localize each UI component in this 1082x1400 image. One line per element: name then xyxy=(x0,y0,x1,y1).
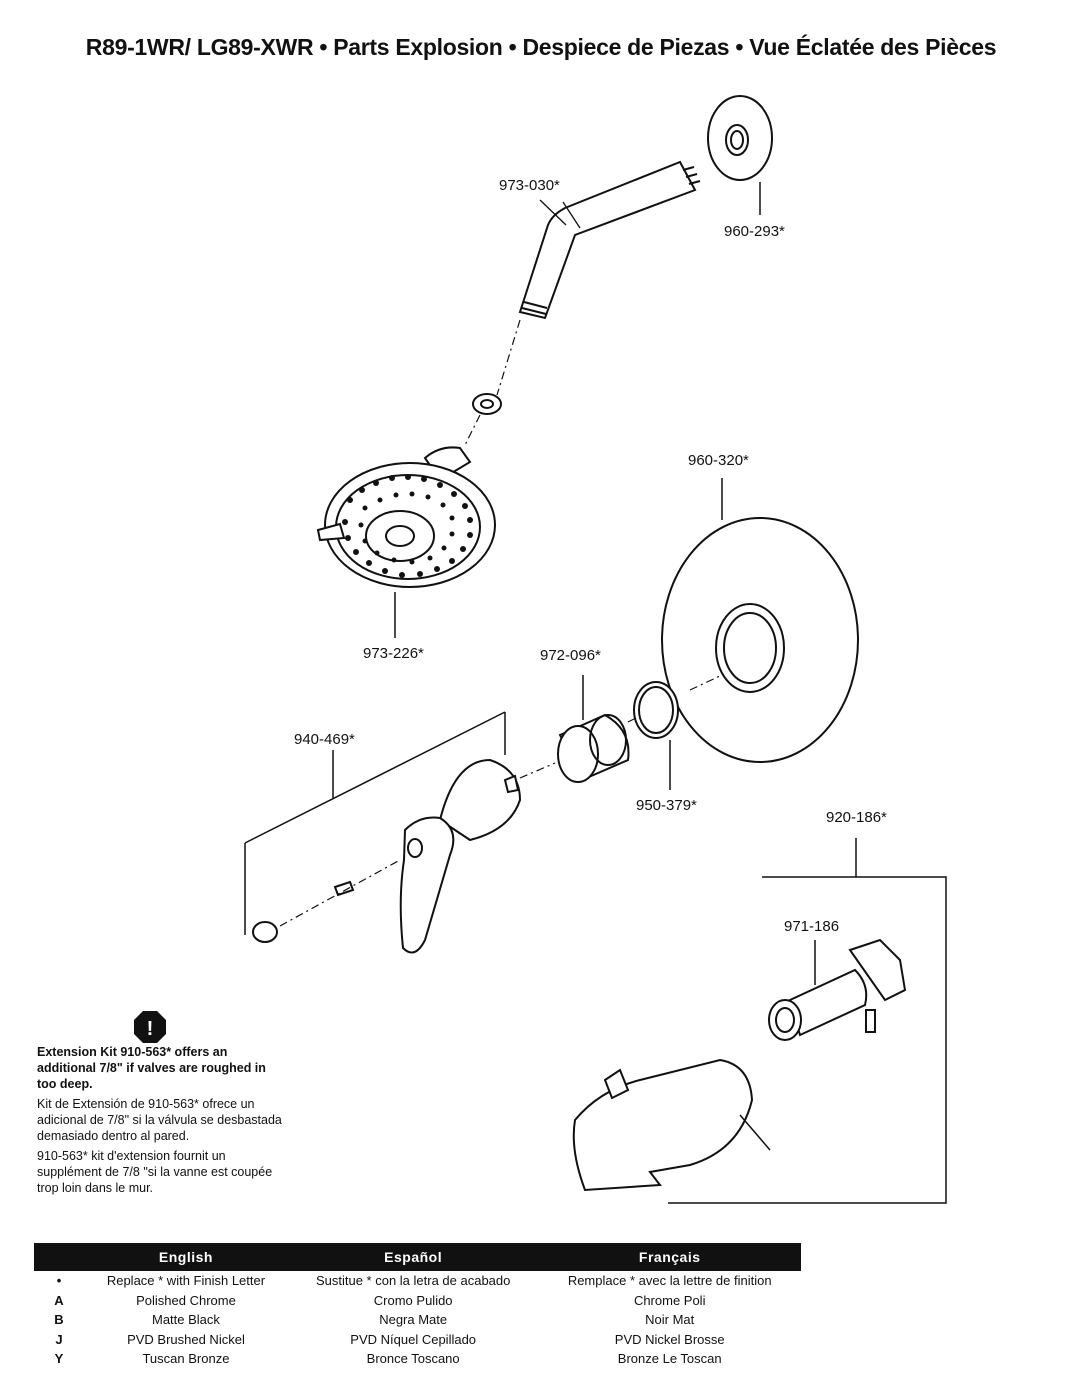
finish-spanish: Cromo Pulido xyxy=(373,1292,453,1308)
finish-english: Polished Chrome xyxy=(136,1292,236,1308)
finish-english: Tuscan Bronze xyxy=(142,1351,230,1367)
note-english: Extension Kit 910-563* offers an additio… xyxy=(37,1045,266,1091)
finish-french: Remplace * avec la lettre de finition xyxy=(567,1273,772,1289)
label-tub-spout-kit: 920-186* xyxy=(826,809,887,826)
label-diverter-stem: 971-186 xyxy=(784,918,839,935)
finish-english: PVD Brushed Nickel xyxy=(127,1331,245,1347)
header-code xyxy=(34,1243,84,1271)
diverter-stem-part xyxy=(768,938,907,1041)
finish-code: • xyxy=(56,1273,62,1289)
finish-spanish: Bronce Toscano xyxy=(366,1351,460,1367)
finish-english: Replace * with Finish Letter xyxy=(106,1273,266,1289)
finish-code: B xyxy=(54,1312,64,1328)
label-handle-kit: 940-469* xyxy=(294,731,355,748)
arm-flange-part xyxy=(707,95,773,215)
tub-spout-part xyxy=(572,1058,771,1192)
label-shower-head: 973-226* xyxy=(363,645,424,662)
table-row: A Polished Chrome Cromo Pulido Chrome Po… xyxy=(34,1291,801,1311)
header-spanish: Español xyxy=(287,1243,539,1271)
finish-table-header: English Español Français xyxy=(34,1243,801,1271)
escutcheon-part xyxy=(661,478,859,763)
finish-english: Matte Black xyxy=(151,1312,220,1328)
finish-french: PVD Nickel Brosse xyxy=(614,1331,725,1347)
finish-code: J xyxy=(55,1331,63,1347)
table-row: B Matte Black Negra Mate Noir Mat xyxy=(34,1310,801,1330)
label-escutcheon: 960-320* xyxy=(688,452,749,469)
table-row: • Replace * with Finish Letter Sustitue … xyxy=(34,1271,801,1291)
shower-head-part xyxy=(316,446,496,638)
finish-french: Bronze Le Toscan xyxy=(617,1351,722,1367)
finish-spanish: PVD Níquel Cepillado xyxy=(350,1331,477,1347)
parts-explosion-diagram: 973-030* 960-293* 973-226* 960-320* 972-… xyxy=(244,95,947,1204)
finish-spanish: Sustitue * con la letra de acabado xyxy=(315,1273,511,1289)
note-french: 910-563* kit d'extension fournit un supp… xyxy=(37,1149,273,1195)
finish-spanish: Negra Mate xyxy=(379,1312,448,1328)
warning-glyph: ! xyxy=(147,1018,154,1040)
washer-part xyxy=(464,393,502,446)
label-shower-arm: 973-030* xyxy=(499,177,560,194)
extension-kit-note: Extension Kit 910-563* offers an additio… xyxy=(37,1044,287,1200)
header-french: Français xyxy=(538,1243,801,1271)
table-row: Y Tuscan Bronze Bronce Toscano Bronze Le… xyxy=(34,1349,801,1369)
sleeve-part xyxy=(519,675,630,783)
table-row: J PVD Brushed Nickel PVD Níquel Cepillad… xyxy=(34,1330,801,1350)
shower-arm-part xyxy=(496,160,701,396)
note-spanish: Kit de Extensión de 910-563* ofrece un a… xyxy=(37,1097,282,1143)
finish-french: Noir Mat xyxy=(645,1312,695,1328)
finish-french: Chrome Poli xyxy=(633,1292,706,1308)
handle-part xyxy=(244,711,522,954)
label-o-ring: 950-379* xyxy=(636,797,697,814)
tub-spout-bracket xyxy=(668,838,947,1204)
label-sleeve: 972-096* xyxy=(540,647,601,664)
page-title: R89-1WR/ LG89-XWR • Parts Explosion • De… xyxy=(85,34,997,60)
finish-code: A xyxy=(54,1292,64,1308)
warning-icon: ! xyxy=(134,1011,166,1043)
finish-code: Y xyxy=(54,1351,64,1367)
finish-table: English Español Français • Replace * wit… xyxy=(34,1243,801,1369)
header-english: English xyxy=(84,1243,288,1271)
o-ring-part xyxy=(627,681,679,790)
label-arm-flange: 960-293* xyxy=(724,223,785,240)
